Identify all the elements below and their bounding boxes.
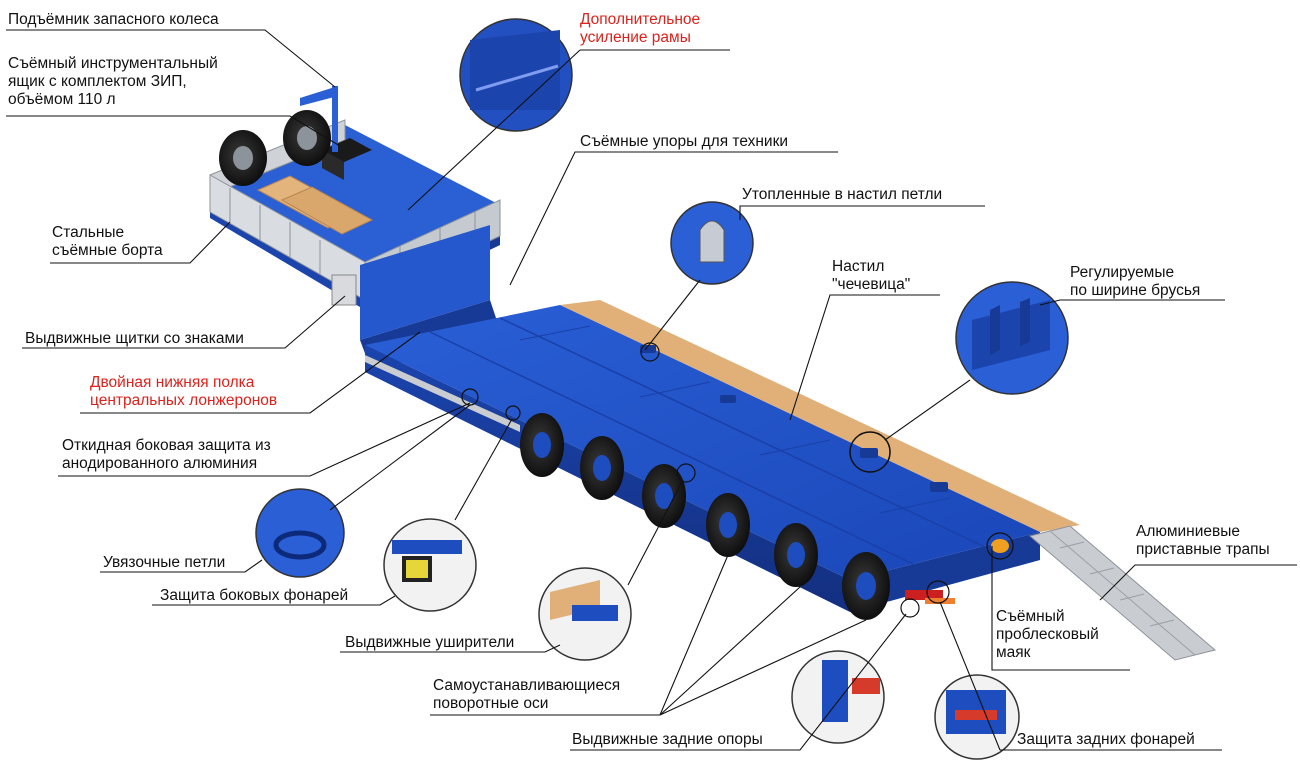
leader-lines: [6, 29, 1297, 751]
detail-circle-beams: [955, 281, 1069, 395]
label-equipment-stops: Съёмные упоры для техники: [580, 133, 789, 150]
label-sliding-wideners: Выдвижные уширители: [345, 634, 515, 651]
detail-circle-frame: [459, 18, 573, 132]
gooseneck: [209, 86, 501, 372]
label-lashing-loops: Увязочные петли: [103, 554, 226, 571]
aluminium-ramp: [1028, 525, 1217, 661]
marker-rear-supports: [900, 598, 920, 618]
label-aluminium-ramps: Алюминиевые приставные трапы: [1136, 523, 1270, 558]
label-tool-box: Съёмный инструментальный ящик с комплект…: [8, 55, 218, 108]
axle-wheels: [520, 413, 890, 620]
label-steel-sides: Стальные съёмные борта: [52, 224, 163, 259]
label-spare-wheel-lift: Подъёмник запасного колеса: [8, 11, 219, 28]
label-adjustable-beams: Регулируемые по ширине брусья: [1070, 264, 1201, 299]
marker-beacon: [986, 532, 1014, 560]
spare-wheel: [219, 110, 331, 186]
label-self-steering-axles: Самоустанавливающиеся поворотные оси: [433, 677, 621, 712]
marker-beams: [849, 431, 891, 473]
label-side-lamp-protection: Защита боковых фонарей: [160, 587, 349, 604]
detail-circle-rear-lamps: [934, 674, 1020, 760]
marker-rear-lamps: [926, 580, 950, 604]
label-deck-lens: Настил "чечевица": [832, 258, 911, 293]
marker-side-lamp: [505, 405, 521, 421]
detail-circle-widener: [538, 567, 632, 661]
label-folding-side-protection: Откидная боковая защита из анодированног…: [62, 437, 271, 472]
detail-circle-side-lamp: [383, 518, 477, 612]
label-beacon: Съёмный проблесковый маяк: [996, 608, 1099, 661]
marker-widener: [676, 463, 696, 483]
label-double-lower-shelf: Двойная нижняя полка центральных лонжеро…: [90, 374, 278, 409]
detail-circle-lashing: [255, 488, 345, 578]
label-sliding-sign-shields: Выдвижные щитки со знаками: [25, 330, 244, 347]
detail-circle-loop: [670, 201, 754, 285]
label-frame-reinforcement: Дополнительное усиление рамы: [580, 11, 701, 46]
label-rear-lamp-protection: Защита задних фонарей: [1017, 731, 1195, 748]
detail-circle-rear-supports: [791, 650, 885, 744]
label-rear-supports: Выдвижные задние опоры: [572, 731, 763, 748]
label-recessed-loops: Утопленные в настил петли: [742, 186, 943, 203]
